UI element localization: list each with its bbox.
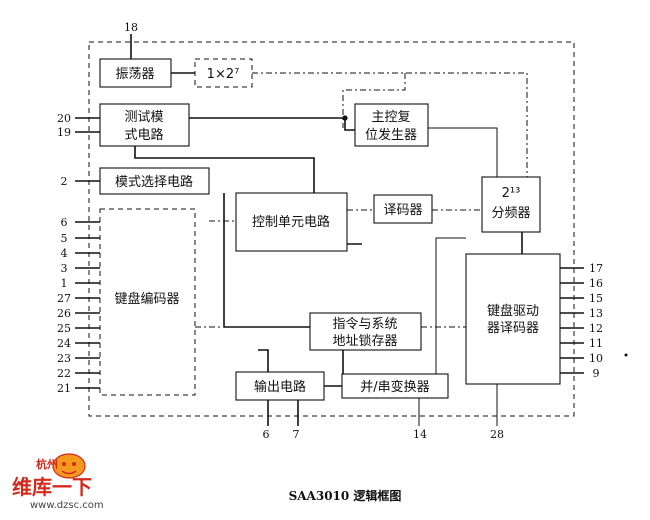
svg-text:6: 6	[61, 216, 68, 229]
svg-text:1: 1	[61, 277, 68, 290]
stray-dot	[624, 353, 628, 357]
output-circuit-label: 输出电路	[254, 379, 306, 395]
watermark-brand-top: 杭州	[36, 457, 58, 471]
wire-mult-rail	[252, 72, 528, 187]
master-reset-label-1: 主控复	[371, 110, 410, 125]
wire-reset-down	[344, 118, 355, 131]
instruction-latch-label-2: 地址锁存器	[332, 333, 397, 349]
svg-text:16: 16	[589, 277, 603, 290]
multiplier-block	[194, 58, 253, 88]
pin-label-20: 20	[57, 112, 71, 125]
keyboard-encoder-label: 键盘编码器	[114, 291, 179, 307]
svg-text:27: 27	[57, 292, 71, 305]
svg-text:21: 21	[57, 382, 71, 395]
watermark-logo-icon: 杭州 维库一下 www.dzsc.com	[12, 453, 104, 511]
driver-pin-numbers: 17 16 15 13 12 11 10 9	[589, 262, 603, 380]
mode-select-block	[99, 167, 210, 195]
svg-text:3: 3	[61, 262, 68, 275]
master-reset-label-2: 位发生器	[365, 127, 417, 143]
wire-reset-divider	[428, 127, 498, 177]
divider-label-2: 分频器	[491, 206, 530, 221]
output-circuit-block	[235, 371, 325, 401]
svg-text:25: 25	[57, 322, 71, 335]
keyboard-driver-label-2: 器译码器	[487, 321, 539, 336]
instruction-latch-block	[309, 312, 422, 351]
pin-label-18: 18	[124, 21, 138, 34]
encoder-pin-lines	[75, 221, 100, 389]
watermark-url: www.dzsc.com	[30, 500, 104, 511]
divider-label-1: 2¹³	[502, 186, 521, 201]
master-reset-block	[354, 103, 429, 147]
wire-rail-reset	[342, 73, 406, 128]
svg-text:22: 22	[57, 367, 71, 380]
oscillator-block	[99, 58, 172, 88]
svg-text:11: 11	[589, 337, 603, 350]
decoder-block	[373, 194, 433, 224]
svg-text:26: 26	[57, 307, 71, 320]
control-unit-label: 控制单元电路	[252, 214, 330, 230]
svg-text:15: 15	[589, 292, 603, 305]
control-unit-block	[235, 192, 348, 252]
svg-text:4: 4	[61, 247, 68, 260]
pin-label-7-bottom: 7	[293, 428, 300, 441]
wire-parser-riser	[435, 237, 466, 378]
par-ser-block	[341, 373, 449, 399]
svg-text:5: 5	[61, 232, 68, 245]
svg-text:12: 12	[589, 322, 603, 335]
svg-text:13: 13	[589, 307, 603, 320]
svg-text:9: 9	[593, 367, 600, 380]
test-mode-label-2: 式电路	[124, 127, 163, 143]
keyboard-encoder-block	[99, 208, 196, 396]
svg-text:10: 10	[589, 352, 603, 365]
driver-pin-lines	[560, 267, 584, 374]
wire-enc-output	[258, 349, 269, 372]
pin-label-6-bottom: 6	[263, 428, 270, 441]
instruction-latch-label-1: 指令与系统	[332, 317, 397, 332]
dzsc-watermark: 杭州 维库一下 www.dzsc.com	[6, 452, 132, 512]
oscillator-label: 振荡器	[115, 67, 154, 82]
diagram-caption: SAA3010 逻辑框图	[289, 488, 402, 503]
multiplier-label: 1×2⁷	[207, 67, 240, 82]
chip-boundary	[88, 41, 575, 417]
watermark-brand: 维库一下	[12, 475, 92, 499]
keyboard-driver-label-1: 键盘驱动	[487, 303, 539, 319]
wire-test-control	[134, 146, 315, 193]
keyboard-driver-block	[465, 253, 561, 385]
divider-block	[481, 176, 541, 233]
pin-label-19: 19	[57, 126, 71, 139]
svg-text:23: 23	[57, 352, 71, 365]
svg-text:24: 24	[57, 337, 71, 350]
test-mode-block	[99, 103, 190, 147]
encoder-pin-numbers: 6 5 4 3 1 27 26 25 24 23 22 21	[57, 216, 71, 395]
test-mode-label-1: 测试模	[124, 110, 163, 125]
decoder-label: 译码器	[383, 203, 422, 218]
mode-select-label: 模式选择电路	[115, 174, 193, 190]
svg-text:17: 17	[589, 262, 603, 275]
par-ser-label: 并/串变换器	[360, 379, 429, 395]
pin-label-2: 2	[61, 175, 68, 188]
wire-ctrl-left	[223, 193, 310, 328]
pin-label-14-bottom: 14	[413, 428, 427, 441]
pin-label-28-bottom: 28	[490, 428, 504, 441]
